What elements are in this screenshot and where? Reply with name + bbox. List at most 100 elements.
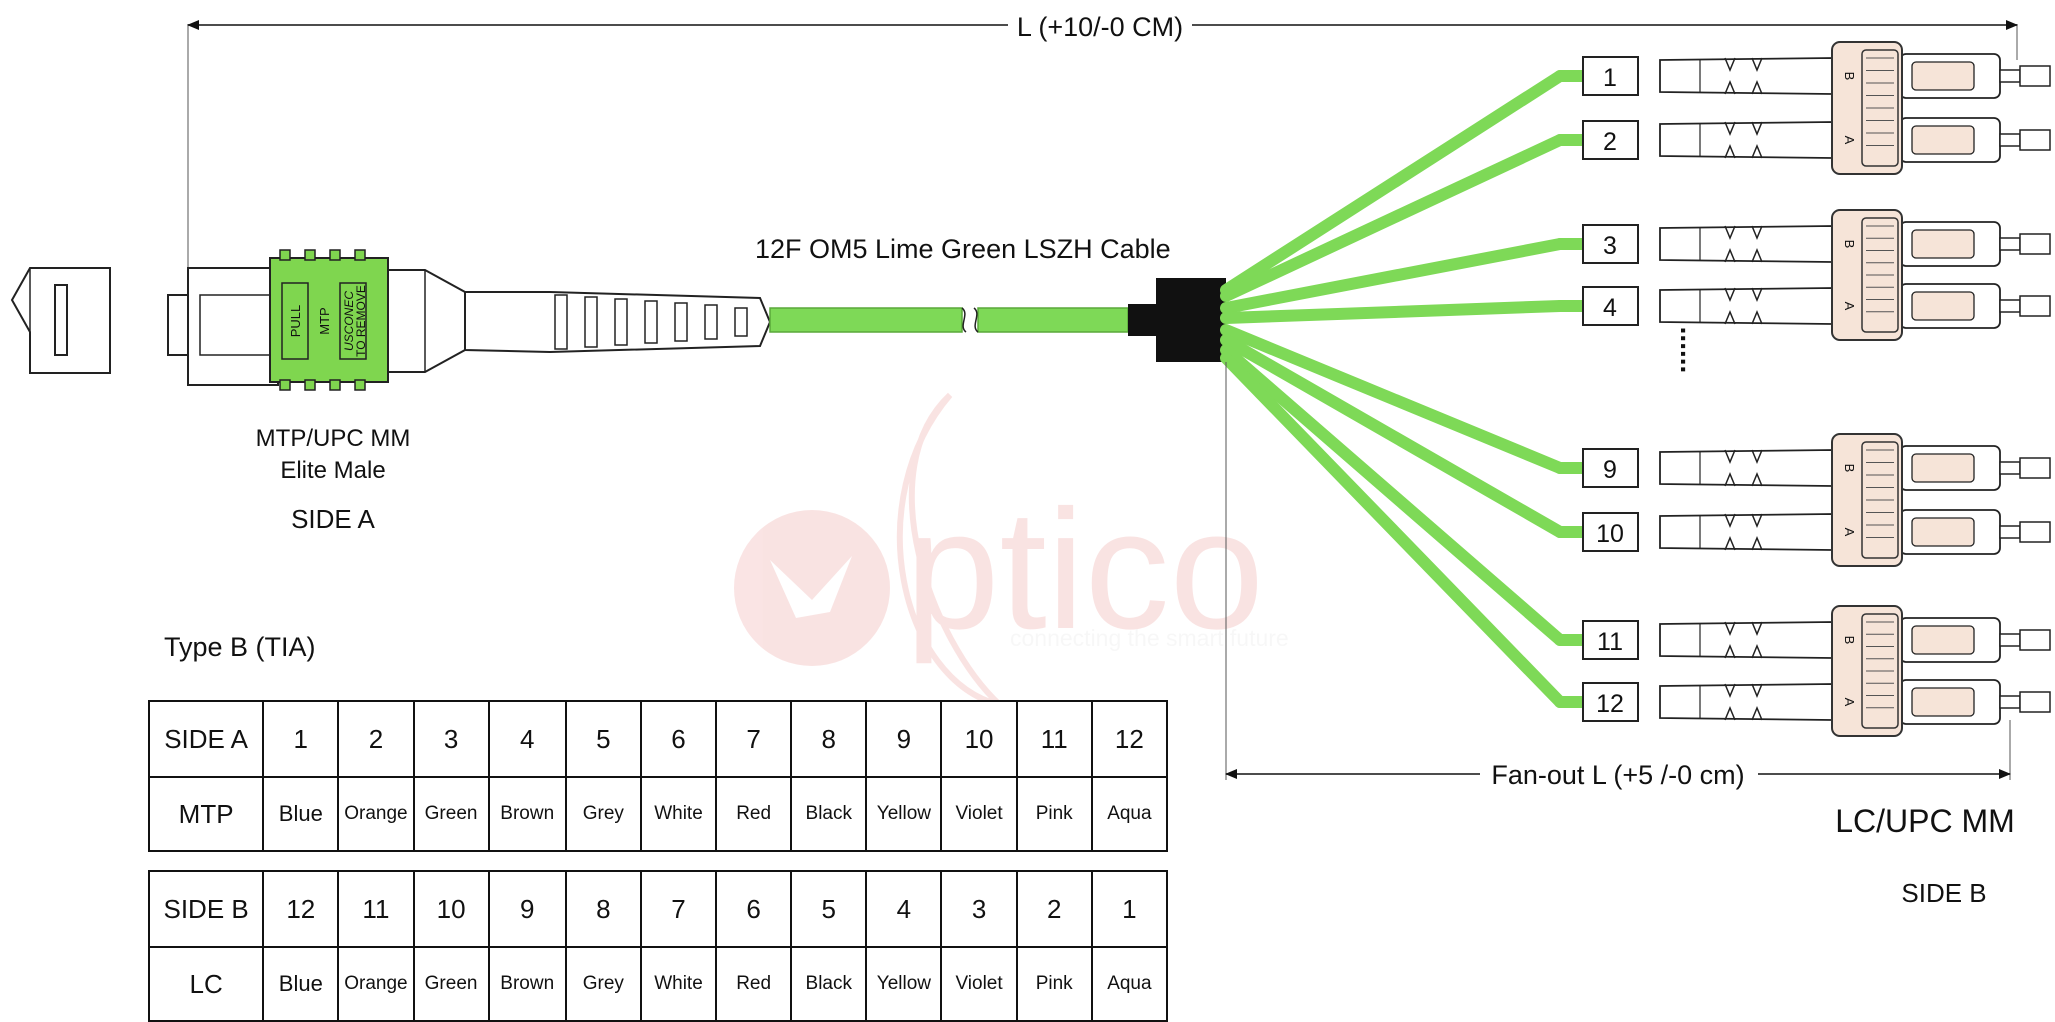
table-cell: Pink <box>1015 776 1093 852</box>
table-cell: Yellow <box>865 946 943 1022</box>
mtp-usconec-text: USCONEC <box>342 291 356 351</box>
table-cell: 8 <box>564 870 642 948</box>
overall-length-label: L (+10/-0 CM) <box>1017 12 1183 42</box>
table-cell: Black <box>790 776 868 852</box>
lc-duplex-clip: BA <box>1831 41 1903 175</box>
lc-duplex-clip: BA <box>1831 605 1903 737</box>
duplex-mark-b: B <box>1842 636 1857 645</box>
table-cell: Aqua <box>1090 776 1169 852</box>
table-row: MTP Blue Orange Green Brown Grey White R… <box>147 776 1169 852</box>
table-cell: Violet <box>940 946 1018 1022</box>
table-cell: 1 <box>1090 870 1169 948</box>
table-cell: 3 <box>412 700 490 778</box>
table-cell: White <box>639 776 718 852</box>
table-cell: 5 <box>564 700 642 778</box>
side-b-connector-label: LC/UPC MM <box>1835 803 2015 839</box>
lc-duplex-clip: BA <box>1831 209 1903 341</box>
table-row: SIDE A 1 2 3 4 5 6 7 8 9 10 11 12 <box>147 700 1169 778</box>
side-a-connector-line2: Elite Male <box>280 457 385 484</box>
watermark: ptico connecting the smart future <box>734 392 1289 708</box>
table-cell: 5 <box>790 870 868 948</box>
table-cell: 2 <box>337 700 415 778</box>
table-cell: 6 <box>715 870 793 948</box>
row-header: SIDE B <box>147 870 265 948</box>
table-cell: Green <box>412 776 490 852</box>
mtp-pull-text: PULL <box>288 305 303 338</box>
type-label: Type B (TIA) <box>164 632 316 662</box>
fiber-number: 9 <box>1603 456 1617 484</box>
mtp-remove-text: TO REMOVE <box>354 285 368 357</box>
row-header: SIDE A <box>147 700 265 778</box>
fiber-label-10: 10 <box>1582 512 1639 552</box>
table-cell: Orange <box>337 776 415 852</box>
side-b-label: SIDE B <box>1901 878 1986 908</box>
duplex-mark-a: A <box>1842 302 1857 311</box>
table-cell: 7 <box>715 700 793 778</box>
fiber-number: 1 <box>1603 64 1617 92</box>
duplex-mark-b: B <box>1842 464 1857 473</box>
fiber-ellipsis: ...... <box>1675 327 1706 374</box>
table-cell: Pink <box>1015 946 1093 1022</box>
fiber-number: 4 <box>1603 294 1617 322</box>
overall-length-dimension: L (+10/-0 CM) <box>187 12 2018 285</box>
table-cell: Red <box>715 946 793 1022</box>
table-cell: White <box>639 946 718 1022</box>
fiber-label-3: 3 <box>1582 224 1639 264</box>
fiber-number: 3 <box>1603 232 1617 260</box>
fiber-label-12: 12 <box>1582 682 1639 722</box>
side-a-label: SIDE A <box>291 504 375 534</box>
lc-connector <box>1659 445 2051 491</box>
mtp-connector: PULL MTP USCONEC TO REMOVE <box>167 249 772 391</box>
fiber-number: 10 <box>1596 520 1624 548</box>
lc-connector <box>1659 117 2051 163</box>
table-cell: 6 <box>639 700 718 778</box>
table-cell: Blue <box>262 776 340 852</box>
cable-label: 12F OM5 Lime Green LSZH Cable <box>755 234 1171 264</box>
table-cell: 10 <box>412 870 490 948</box>
table-cell: 9 <box>865 700 943 778</box>
lc-connector <box>1659 617 2051 663</box>
lc-connector <box>1659 283 2051 329</box>
fiber-number: 11 <box>1597 628 1623 656</box>
table-cell: Orange <box>337 946 415 1022</box>
fiber-number: 12 <box>1596 690 1624 718</box>
table-cell: Aqua <box>1090 946 1169 1022</box>
table-row: LC Blue Orange Green Brown Grey White Re… <box>147 946 1169 1022</box>
fiber-number: 2 <box>1603 128 1617 156</box>
table-cell: 1 <box>262 700 340 778</box>
mtp-brand-mark: MTP <box>317 307 332 334</box>
trunk-cable: 12F OM5 Lime Green LSZH Cable <box>755 234 1226 362</box>
table-cell: 3 <box>940 870 1018 948</box>
fiber-label-1: 1 <box>1582 56 1639 96</box>
duplex-mark-a: A <box>1842 136 1857 145</box>
table-cell: 12 <box>1090 700 1169 778</box>
table-cell: Black <box>790 946 868 1022</box>
fiber-label-4: 4 <box>1582 286 1639 326</box>
watermark-tagline: connecting the smart future <box>1010 625 1289 651</box>
table-cell: 2 <box>1015 870 1093 948</box>
side-b-pinout-table: SIDE B 12 11 10 9 8 7 6 5 4 3 2 1 LC Blu… <box>147 870 1169 1022</box>
row-header: LC <box>147 946 265 1022</box>
row-header: MTP <box>147 776 265 852</box>
table-cell: 10 <box>940 700 1018 778</box>
fanout-length-dimension: Fan-out L (+5 /-0 cm) <box>1225 362 2011 790</box>
fiber-label-9: 9 <box>1582 448 1639 488</box>
table-cell: 12 <box>262 870 340 948</box>
side-a-pinout-table: SIDE A 1 2 3 4 5 6 7 8 9 10 11 12 MTP Bl… <box>147 700 1169 852</box>
lc-duplex-clip: BA <box>1831 433 1903 567</box>
lc-connector <box>1659 53 2051 99</box>
table-cell: Grey <box>564 776 642 852</box>
duplex-mark-a: A <box>1842 698 1857 707</box>
watermark-brand: ptico <box>905 475 1264 665</box>
table-cell: Grey <box>564 946 642 1022</box>
table-cell: Red <box>715 776 793 852</box>
mtp-dust-cap <box>10 267 111 374</box>
fanout-length-label: Fan-out L (+5 /-0 cm) <box>1491 760 1744 790</box>
table-cell: 8 <box>790 700 868 778</box>
table-cell: Yellow <box>865 776 943 852</box>
side-a-connector-line1: MTP/UPC MM <box>256 425 411 452</box>
table-cell: 7 <box>639 870 718 948</box>
table-cell: Brown <box>487 946 567 1022</box>
